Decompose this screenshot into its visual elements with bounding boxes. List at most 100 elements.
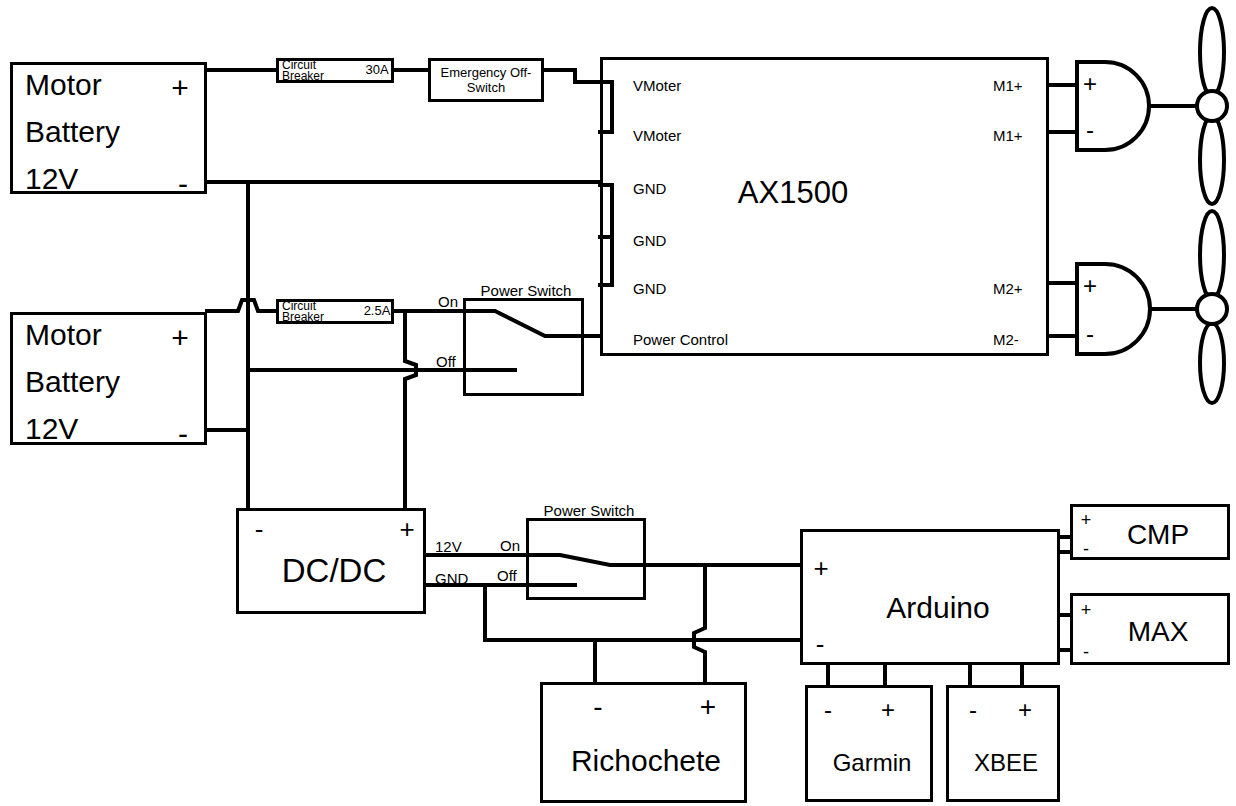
terminal-label: 30A — [365, 62, 388, 77]
terminal-label: On — [438, 293, 458, 310]
propeller-blade — [1200, 323, 1224, 403]
node-label: MAX — [1128, 616, 1189, 648]
terminal-label: On — [500, 537, 520, 554]
power-switch: Power SwitchOnOff — [526, 518, 646, 600]
terminal-label: Off — [497, 567, 517, 584]
ricochet-device: Richochete-+ — [540, 682, 747, 803]
terminal-label: - — [1083, 539, 1089, 560]
compass-module: CMP + - — [1070, 504, 1230, 560]
node-label: Power Switch — [481, 282, 572, 299]
node-label: Arduino — [886, 590, 989, 625]
propeller-shaft — [1150, 307, 1197, 311]
motor-symbol: +- — [1075, 60, 1151, 152]
wire — [207, 68, 276, 72]
terminal-label: - — [178, 416, 188, 451]
motor-controller: AX1500VMoterVMoterGNDGNDGNDPower Control… — [600, 57, 1049, 356]
terminal-label: 12V — [435, 538, 462, 555]
terminal-label: - — [969, 696, 977, 724]
node-label: + — [1083, 70, 1097, 98]
terminal-label: GND — [633, 232, 666, 249]
terminal-label: + — [171, 320, 189, 355]
switch-contact — [466, 368, 515, 372]
wire — [646, 565, 705, 682]
node-label: Power Switch — [544, 502, 635, 519]
sensor-module: MAX + - — [1070, 593, 1230, 665]
wire — [426, 585, 800, 640]
propeller-hub — [1197, 91, 1227, 121]
dc-dc-converter: DC/DC-+12VGND — [236, 508, 426, 614]
terminal-label: 2.5A — [364, 303, 391, 318]
terminal-label: M2+ — [993, 280, 1023, 297]
arduino-board: Arduino + - — [800, 529, 1060, 665]
terminal-label: + — [1081, 510, 1092, 531]
wire — [1049, 281, 1075, 285]
signal-wire — [1020, 665, 1024, 685]
node-label: Motor Battery 12V — [25, 311, 165, 452]
node-label: Motor Battery 12V — [25, 61, 165, 202]
wire — [207, 180, 600, 184]
node-label: Garmin — [833, 749, 912, 777]
wire — [968, 665, 972, 685]
node-label: Richochete — [571, 743, 721, 778]
terminal-label: GND — [633, 180, 666, 197]
wire — [1060, 613, 1070, 617]
node-label: + — [1083, 272, 1097, 300]
gps-module: Garmin- + — [805, 685, 933, 802]
motor-outline — [1077, 264, 1150, 354]
battery-box: Motor Battery 12V+- — [10, 62, 207, 194]
motor-symbol: +- — [1075, 262, 1151, 356]
terminal-label: - — [255, 514, 264, 544]
terminal-label: GND — [435, 570, 468, 587]
propeller-blade — [1200, 8, 1224, 96]
motor-wire — [1049, 130, 1075, 134]
terminal-label: Off — [436, 353, 456, 370]
node-label: Circuit Breaker — [282, 60, 332, 82]
terminal-label: - — [824, 696, 832, 724]
wire — [1060, 535, 1070, 539]
node-label: Emergency Off-Switch — [433, 65, 539, 95]
node-label: Circuit Breaker — [282, 301, 332, 323]
terminal-label: + — [171, 70, 189, 105]
terminal-label: Power Control — [633, 331, 728, 348]
terminal-label: VMoter — [633, 127, 681, 144]
wire — [207, 182, 248, 508]
circuit-breaker: Circuit Breaker 30A — [276, 58, 394, 83]
wire — [207, 430, 248, 508]
propeller-hub — [1197, 294, 1227, 324]
emergency-switch: Emergency Off-Switch — [428, 58, 544, 102]
switch-lever — [529, 555, 644, 565]
signal-wire — [1060, 550, 1070, 554]
switch-contact — [529, 583, 575, 587]
terminal-label: GND — [633, 280, 666, 297]
wire — [394, 311, 416, 508]
circuit-breaker: Circuit Breaker 2.5A — [276, 299, 394, 324]
node-label: XBEE — [974, 749, 1038, 777]
power-switch: Power SwitchOnOff — [463, 298, 584, 396]
battery-box: Motor Battery 12V+- — [10, 312, 207, 445]
propeller-blade — [1200, 116, 1224, 204]
terminal-label: - — [1086, 320, 1094, 348]
terminal-label: M1+ — [993, 77, 1023, 94]
terminal-label: + — [813, 553, 828, 583]
terminal-label: - — [816, 629, 825, 659]
wire — [1049, 83, 1075, 87]
wire — [207, 300, 276, 311]
signal-wire — [883, 665, 887, 685]
terminal-label: - — [1083, 642, 1089, 663]
wire — [826, 665, 830, 685]
wire — [207, 370, 463, 430]
terminal-label: + — [1018, 696, 1032, 724]
wire — [544, 70, 600, 82]
node-label: CMP — [1127, 519, 1189, 551]
terminal-label: - — [178, 166, 188, 201]
terminal-label: - — [593, 691, 602, 723]
wire — [394, 68, 428, 72]
terminal-label: - — [1086, 116, 1094, 144]
terminal-label: M1+ — [993, 127, 1023, 144]
radio-module: XBEE - + — [946, 685, 1060, 802]
motor-outline — [1077, 62, 1149, 150]
motor-wire — [1049, 334, 1075, 338]
terminal-label: + — [1081, 600, 1092, 621]
terminal-label: + — [881, 696, 895, 724]
